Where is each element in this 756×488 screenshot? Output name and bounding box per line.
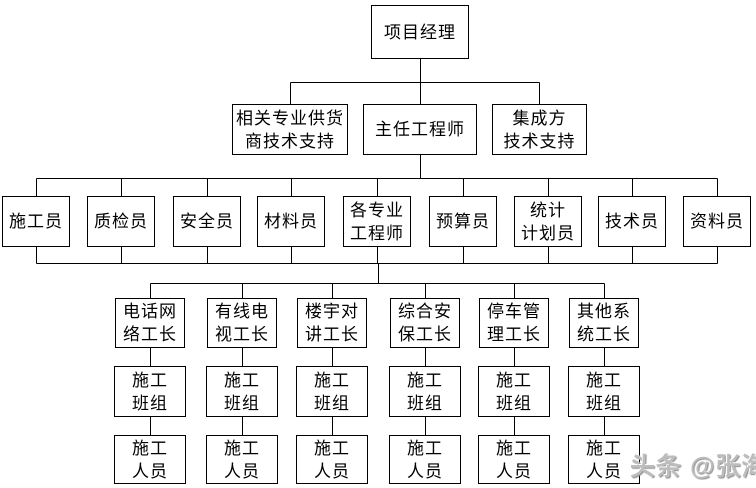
- node-construction-team-2: 施工 班组: [206, 366, 278, 417]
- node-construction-staff-5: 施工 人员: [478, 435, 550, 484]
- node-safety-officer: 安全员: [173, 196, 241, 247]
- node-construction-team-5: 施工 班组: [478, 366, 550, 417]
- node-construction-staff-3: 施工 人员: [296, 435, 368, 484]
- node-construction-staff-6: 施工 人员: [568, 435, 640, 484]
- node-specialty-engineers: 各专业 工程师: [343, 196, 411, 247]
- node-other-systems-foreman: 其他系 统工长: [569, 298, 639, 348]
- node-security-foreman: 综合安 保工长: [390, 298, 460, 348]
- node-intercom-foreman: 楼宇对 讲工长: [297, 298, 367, 348]
- node-statistics-planner: 统计 计划员: [514, 196, 582, 247]
- node-project-manager: 项目经理: [371, 5, 469, 59]
- node-construction-team-1: 施工 班组: [114, 366, 186, 417]
- node-construction-staff-1: 施工 人员: [114, 435, 186, 484]
- node-construction-staff-4: 施工 人员: [389, 435, 461, 484]
- node-budget-officer: 预算员: [429, 196, 497, 247]
- node-telephone-network-foreman: 电话网 络工长: [115, 298, 185, 348]
- node-cable-tv-foreman: 有线电 视工长: [207, 298, 277, 348]
- node-chief-engineer: 主任工程师: [363, 104, 477, 155]
- node-construction-team-4: 施工 班组: [389, 366, 461, 417]
- node-material-officer: 材料员: [257, 196, 325, 247]
- node-parking-foreman: 停车管 理工长: [479, 298, 549, 348]
- node-supplier-tech-support: 相关专业供货 商技术支持: [232, 104, 348, 155]
- node-documentation-officer: 资料员: [683, 196, 751, 247]
- node-construction-team-3: 施工 班组: [296, 366, 368, 417]
- node-constructor: 施工员: [2, 196, 70, 247]
- node-integrator-tech-support: 集成方 技术支持: [492, 104, 587, 155]
- node-technician: 技术员: [598, 196, 666, 247]
- toutiao-watermark: 头条 @张海涛: [630, 453, 756, 481]
- node-quality-inspector: 质检员: [87, 196, 155, 247]
- node-construction-team-6: 施工 班组: [568, 366, 640, 417]
- node-construction-staff-2: 施工 人员: [206, 435, 278, 484]
